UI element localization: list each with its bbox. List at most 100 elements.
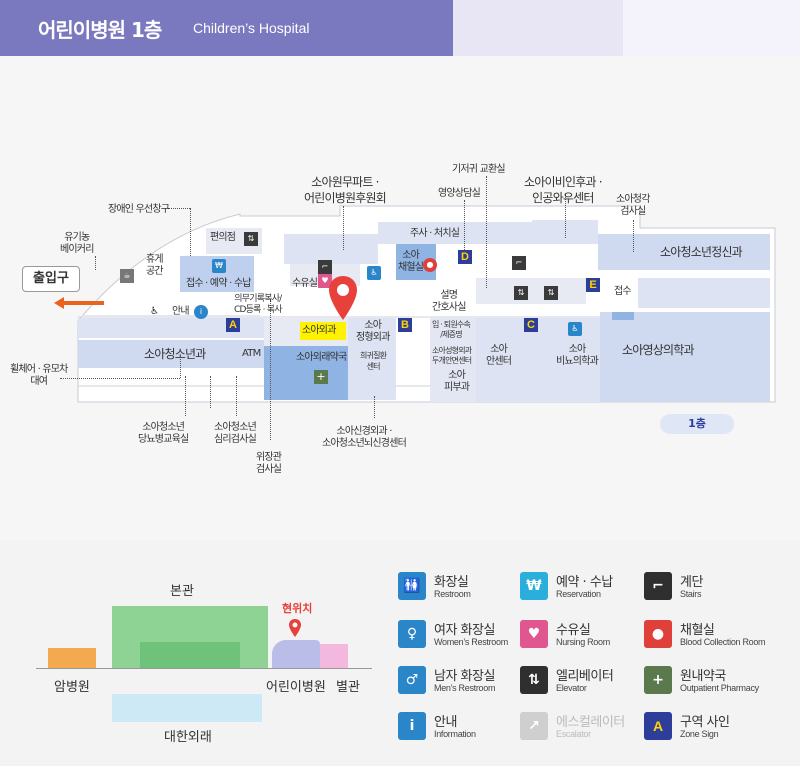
information-icon: i xyxy=(398,712,426,740)
elevator-icon: ⇅ xyxy=(514,286,528,300)
blood-drop-icon: ● xyxy=(644,620,672,648)
stairs-icon: ⌐ xyxy=(644,572,672,600)
nursing-room-icon: ♥ xyxy=(318,274,332,288)
information-icon: i xyxy=(194,305,208,319)
zone-b-sign: B xyxy=(398,318,412,332)
legend-label: 엘리베이터 xyxy=(556,669,614,684)
legend-sublabel: Information xyxy=(434,729,476,739)
legend-sublabel: Zone Sign xyxy=(680,729,719,739)
legend-sublabel: Reservation xyxy=(556,589,601,599)
room-radiology[interactable] xyxy=(600,312,770,402)
site-pin-icon xyxy=(289,619,301,637)
legend-sublabel: Stairs xyxy=(680,589,702,599)
room-admin[interactable] xyxy=(284,234,378,264)
pediatrics-label: 소아청소년과 xyxy=(144,347,206,361)
daehan-outpatient-shape xyxy=(112,694,262,722)
legend-sublabel: Blood Collection Room xyxy=(680,637,766,647)
neuro-callout: 소아신경외과 ·소아청소년뇌신경센터 xyxy=(322,426,407,449)
psychiatry-label: 소아청소년정신과 xyxy=(660,245,743,259)
current-position-label: 현위치 xyxy=(282,602,313,615)
legend-sublabel: Elevator xyxy=(556,683,587,693)
room-pediatrics[interactable] xyxy=(78,340,264,368)
escalator-icon: ↗ xyxy=(520,712,548,740)
header-title-bar xyxy=(0,0,453,56)
room-admission-area[interactable] xyxy=(430,318,476,402)
women-restroom-icon: ♀ xyxy=(398,620,426,648)
nursing-room-icon: ♥ xyxy=(520,620,548,648)
pediatric-surgery-label: 소아외과 xyxy=(302,325,336,336)
floor-badge: 1층 xyxy=(660,414,734,434)
page-subtitle: Children’s Hospital xyxy=(193,20,310,36)
reception2-label: 접수 xyxy=(614,286,632,297)
room-injection[interactable] xyxy=(378,222,532,244)
room-reception2[interactable] xyxy=(612,312,634,320)
cancer-hospital-shape xyxy=(48,648,96,668)
room-orthopedics[interactable] xyxy=(348,318,396,400)
main-building-label: 본관 xyxy=(170,584,194,599)
legend-sublabel: Men’s Restroom xyxy=(434,683,496,693)
stairs-icon: ⌐ xyxy=(512,256,526,270)
corridor-block xyxy=(78,318,264,338)
pharmacy-cross-icon: + xyxy=(644,666,672,694)
won-icon: ₩ xyxy=(520,572,548,600)
legend-sublabel: Nursing Room xyxy=(556,637,610,647)
main-building-front xyxy=(140,642,240,668)
legend-label: 수유실 xyxy=(556,623,591,638)
elevator-icon: ⇅ xyxy=(520,666,548,694)
won-icon: ₩ xyxy=(212,259,226,273)
room-ophthalmology[interactable] xyxy=(476,318,550,402)
page-title: 어린이병원 1층 xyxy=(38,18,162,42)
stairs-icon: ⌐ xyxy=(318,260,332,274)
restroom-icon: 🚻 xyxy=(398,572,426,600)
daehan-outpatient-label: 대한외래 xyxy=(164,730,212,745)
room-pharmacy[interactable] xyxy=(264,346,348,400)
men-restroom-icon: ♂ xyxy=(398,666,426,694)
ground-line xyxy=(36,668,372,669)
header-accent-bar xyxy=(453,0,623,56)
page-header: 어린이병원 1층 Children’s Hospital xyxy=(0,0,800,56)
zone-d-sign: D xyxy=(458,250,472,264)
guide-label: 안내 xyxy=(172,306,190,317)
bakery-icon: ☕ xyxy=(120,269,134,283)
legend-sublabel: Restroom xyxy=(434,589,471,599)
current-location-pin-icon xyxy=(329,276,357,320)
legend-label: 남자 화장실 xyxy=(434,669,495,684)
zone-a-sign: A xyxy=(226,318,240,332)
atm-label: ATM xyxy=(242,348,261,359)
pharmacy-label: 소아외래약국 xyxy=(296,352,347,363)
legend-sublabel: Outpatient Pharmacy xyxy=(680,683,759,693)
elevator-icon: ⇅ xyxy=(544,286,558,300)
legend-sublabel: Escalator xyxy=(556,729,591,739)
cancer-hospital-label: 암병원 xyxy=(54,680,90,695)
room-psychiatry[interactable] xyxy=(598,234,770,270)
legend-sublabel: Women’s Restroom xyxy=(434,637,508,647)
zone-c-sign: C xyxy=(524,318,538,332)
blood-drop-icon: ● xyxy=(423,258,437,272)
legend-label: 화장실 xyxy=(434,575,469,590)
convenience-store-label: 편의점 xyxy=(210,232,236,243)
diaper-room-callout: 기저귀 교환실 xyxy=(452,164,506,175)
priority-window-callout: 장애인 우선창구 xyxy=(108,204,170,215)
legend-label: 에스컬레이터 xyxy=(556,715,625,730)
exit-label: 출입구 xyxy=(22,266,80,292)
zone-sign-icon: A xyxy=(644,712,672,740)
restroom-icon: ♿ xyxy=(568,322,582,336)
nutrition-room-callout: 영양상담실 xyxy=(438,188,481,199)
annex-label: 별관 xyxy=(336,680,360,695)
reception-label: 접수 · 예약 · 수납 xyxy=(186,278,251,289)
legend-label: 안내 xyxy=(434,715,457,730)
room-explain[interactable] xyxy=(476,278,586,304)
current-room-highlight xyxy=(300,322,346,340)
